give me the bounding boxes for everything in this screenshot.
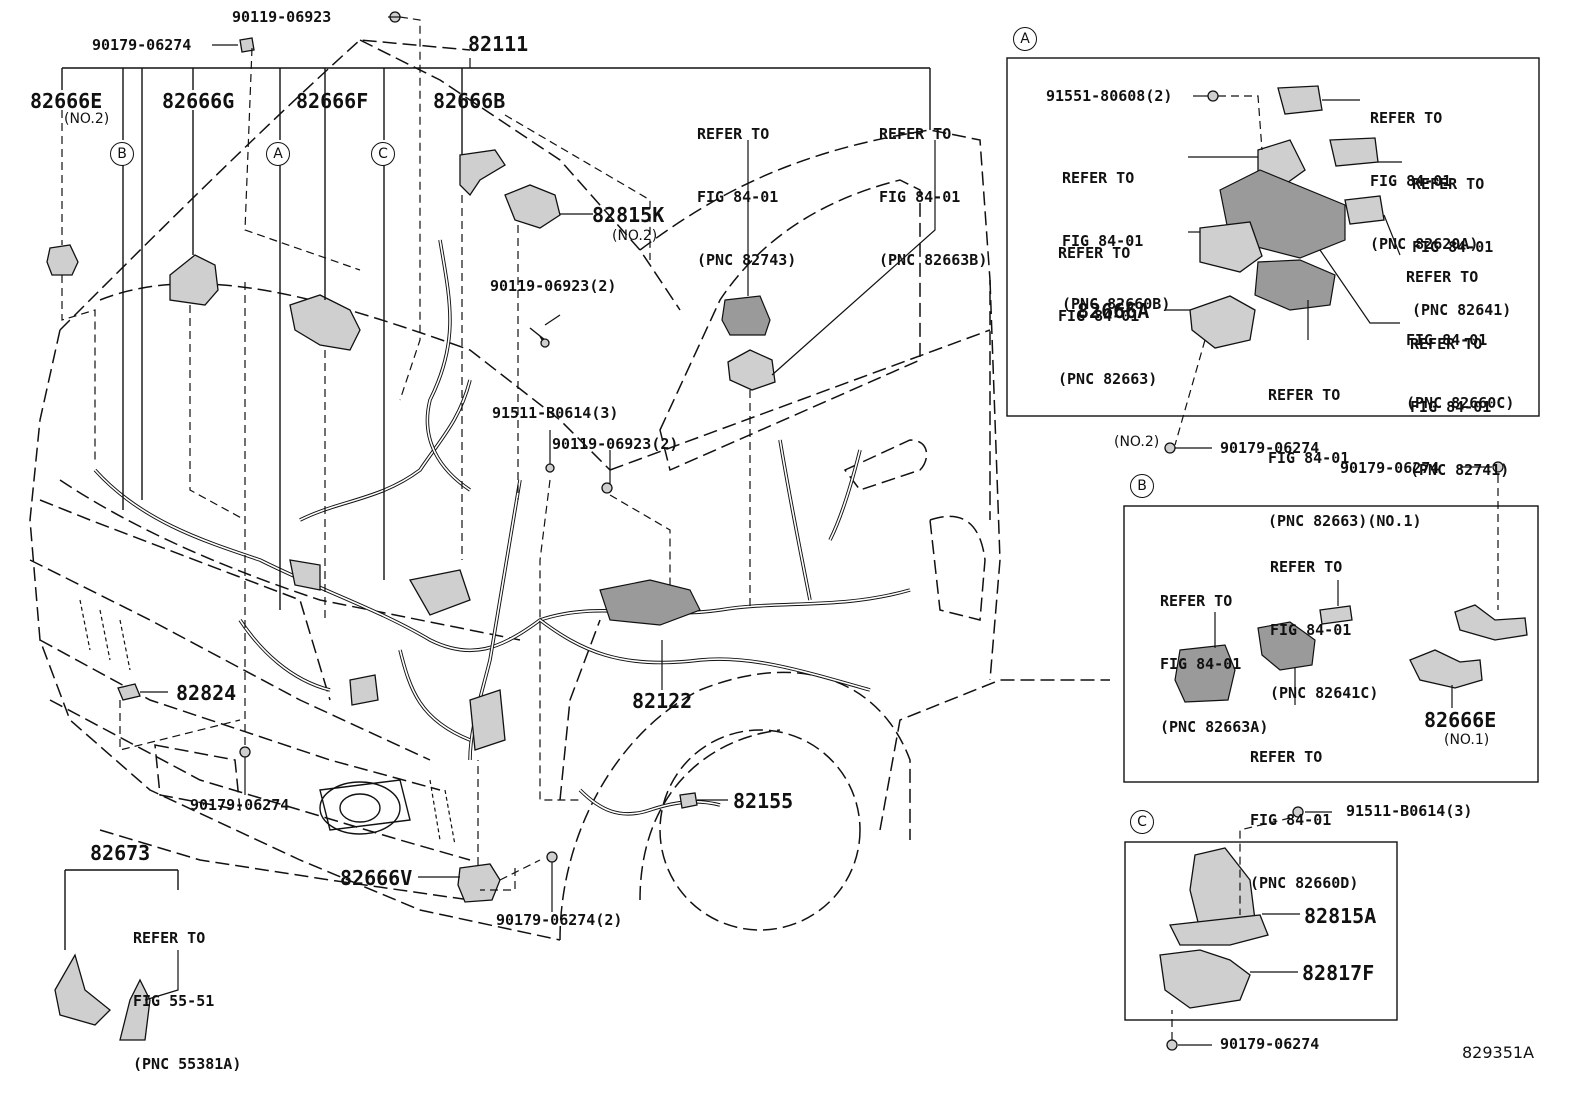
ref-82641C-line2: FIG 84-01 bbox=[1270, 621, 1352, 639]
ref-82663-no1-line1: REFER TO bbox=[1268, 386, 1341, 404]
ref-82641-line3: (PNC 82641) bbox=[1412, 301, 1512, 319]
ref-82743-line3: (PNC 82743) bbox=[697, 251, 797, 269]
label-91551-2: 91551-80608(2) bbox=[1046, 87, 1173, 105]
label-82122: 82122 bbox=[632, 689, 693, 713]
ref-82663B: REFER TO FIG 84-01 (PNC 82663B) bbox=[879, 82, 987, 313]
ref-82663A-line1: REFER TO bbox=[1160, 592, 1233, 610]
ref-55381A-line2: FIG 55-51 bbox=[133, 992, 215, 1010]
ref-82660B-line1: REFER TO bbox=[1062, 169, 1135, 187]
ref-82663-no1: REFER TO FIG 84-01 (PNC 82663)(NO.1) bbox=[1268, 343, 1422, 574]
ref-82660C-line1: REFER TO bbox=[1406, 268, 1479, 286]
ref-82663B-line1: REFER TO bbox=[879, 125, 952, 143]
label-91511-3: 91511-B0614(3) bbox=[492, 404, 619, 422]
ref-82660C-line2: FIG 84-01 bbox=[1406, 331, 1488, 349]
ref-82660D-line1: REFER TO bbox=[1250, 748, 1323, 766]
ref-82743-line1: REFER TO bbox=[697, 125, 770, 143]
ref-82663-no1-line3: (PNC 82663)(NO.1) bbox=[1268, 512, 1422, 530]
leader-lines bbox=[61, 16, 936, 1001]
label-90179-left: 90179-06274 bbox=[190, 796, 290, 814]
drawing-id: 829351A bbox=[1462, 1043, 1535, 1062]
label-82815K-suffix: (NO.2) bbox=[612, 228, 658, 244]
ref-82641-line1: REFER TO bbox=[1412, 175, 1485, 193]
ref-82741-line3: (PNC 82741) bbox=[1410, 461, 1510, 479]
ref-82663-no2: REFER TO FIG 84-01 (PNC 82663) (NO.2) bbox=[1058, 201, 1159, 495]
callout-b-marker: B bbox=[110, 142, 134, 166]
label-82666V: 82666V bbox=[340, 866, 413, 890]
ref-55381A-line1: REFER TO bbox=[133, 929, 206, 947]
label-90119-top: 90119-06923 bbox=[232, 8, 332, 26]
ref-82741-line2: FIG 84-01 bbox=[1410, 398, 1492, 416]
label-82666B: 82666B bbox=[433, 89, 506, 113]
label-82666E-no2: 82666E bbox=[30, 89, 103, 113]
callout-a-marker: A bbox=[266, 142, 290, 166]
ref-82663A-line3: (PNC 82663A) bbox=[1160, 718, 1269, 736]
label-82666A: 82666A bbox=[1077, 299, 1150, 323]
callout-c-marker: C bbox=[371, 142, 395, 166]
label-90179-top: 90179-06274 bbox=[92, 36, 192, 54]
inset-b bbox=[1123, 461, 1539, 783]
ref-82660B-line3: (PNC 82660B) bbox=[1062, 295, 1171, 313]
ref-82641C: REFER TO FIG 84-01 (PNC 82641C) bbox=[1270, 515, 1378, 746]
label-82666G: 82666G bbox=[162, 89, 235, 113]
inset-c-tag: C bbox=[1130, 810, 1154, 834]
label-90179-inset-a: 90179-06274 bbox=[1220, 439, 1320, 457]
ref-82641C-line1: REFER TO bbox=[1270, 558, 1343, 576]
ref-82663-no1-line2: FIG 84-01 bbox=[1268, 449, 1350, 467]
label-90119-2-mid: 90119-06923(2) bbox=[552, 435, 679, 453]
ref-82660D-line2: FIG 84-01 bbox=[1250, 811, 1332, 829]
label-82824: 82824 bbox=[176, 681, 237, 705]
label-90179-inset-c: 90179-06274 bbox=[1220, 1035, 1320, 1053]
ref-82660D: REFER TO FIG 84-01 (PNC 82660D) bbox=[1250, 705, 1358, 936]
ref-82620A-line3: (PNC 82620A) bbox=[1370, 235, 1479, 253]
parts bbox=[46, 11, 776, 1041]
label-82666E-no2-suffix: (NO.2) bbox=[64, 111, 110, 127]
label-82111: 82111 bbox=[468, 32, 529, 56]
vehicle-body-outline bbox=[29, 39, 1110, 941]
ref-82741-line1: REFER TO bbox=[1410, 335, 1483, 353]
ref-82743: REFER TO FIG 84-01 (PNC 82743) bbox=[697, 82, 796, 313]
ref-82620A: REFER TO FIG 84-01 (PNC 82620A) bbox=[1370, 66, 1478, 297]
ref-82641: REFER TO FIG 84-01 (PNC 82641) bbox=[1412, 132, 1511, 363]
ref-82660D-line3: (PNC 82660D) bbox=[1250, 874, 1359, 892]
inset-b-tag: B bbox=[1130, 474, 1154, 498]
label-82817F: 82817F bbox=[1302, 961, 1375, 985]
ref-82663A-line2: FIG 84-01 bbox=[1160, 655, 1242, 673]
ref-82660B-line2: FIG 84-01 bbox=[1062, 232, 1144, 250]
ref-82663-line2: FIG 84-01 bbox=[1058, 307, 1140, 325]
label-82155: 82155 bbox=[733, 789, 794, 813]
ref-55381A: REFER TO FIG 55-51 (PNC 55381A) bbox=[133, 886, 241, 1117]
ref-82663-line4: (NO.2) bbox=[1114, 434, 1160, 450]
ref-82620A-line1: REFER TO bbox=[1370, 109, 1443, 127]
label-82666E-no1: 82666E bbox=[1424, 708, 1497, 732]
label-90179-inset-b: 90179-06274 bbox=[1340, 459, 1440, 477]
ref-82743-line2: FIG 84-01 bbox=[697, 188, 779, 206]
ref-82660C: REFER TO FIG 84-01 (PNC 82660C) bbox=[1406, 225, 1514, 456]
ref-82641C-line3: (PNC 82641C) bbox=[1270, 684, 1379, 702]
ref-82663B-line2: FIG 84-01 bbox=[879, 188, 961, 206]
label-82815K: 82815K bbox=[592, 203, 665, 227]
ref-82663A: REFER TO FIG 84-01 (PNC 82663A) bbox=[1160, 549, 1268, 780]
label-90179-bottom: 90179-06274(2) bbox=[496, 911, 623, 929]
label-91511-inset-c: 91511-B0614(3) bbox=[1346, 802, 1473, 820]
label-82666F: 82666F bbox=[296, 89, 369, 113]
ref-82660B: REFER TO FIG 84-01 (PNC 82660B) bbox=[1062, 126, 1170, 357]
inset-a bbox=[1006, 57, 1540, 454]
ref-82641-line2: FIG 84-01 bbox=[1412, 238, 1494, 256]
label-82666E-no1-suffix: (NO.1) bbox=[1444, 732, 1490, 748]
ref-82620A-line2: FIG 84-01 bbox=[1370, 172, 1452, 190]
main-wire-harness bbox=[93, 239, 911, 816]
ref-82663-line1: REFER TO bbox=[1058, 244, 1131, 262]
inset-a-tag: A bbox=[1013, 27, 1037, 51]
ref-82663-line3: (PNC 82663) bbox=[1058, 370, 1158, 388]
inset-c bbox=[1124, 806, 1398, 1051]
ref-82663B-line3: (PNC 82663B) bbox=[879, 251, 988, 269]
ref-55381A-line3: (PNC 55381A) bbox=[133, 1055, 242, 1073]
label-90119-2: 90119-06923(2) bbox=[490, 277, 617, 295]
ref-82741: REFER TO FIG 84-01 (PNC 82741) bbox=[1410, 292, 1509, 523]
label-82673: 82673 bbox=[90, 841, 151, 865]
label-82815A: 82815A bbox=[1304, 904, 1377, 928]
ref-82660C-line3: (PNC 82660C) bbox=[1406, 394, 1515, 412]
